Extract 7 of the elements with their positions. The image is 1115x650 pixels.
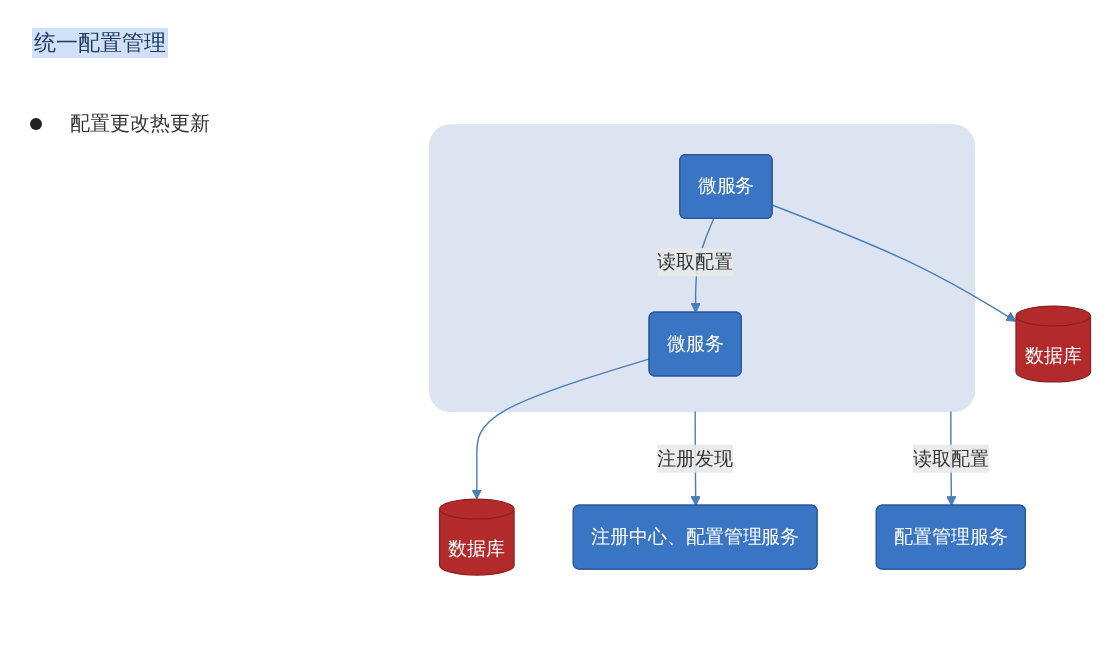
edge-label: 读取配置: [913, 446, 989, 470]
edge-label: 读取配置: [657, 250, 734, 273]
edge-label: 注册发现: [657, 446, 734, 470]
bullet-text: 配置更改热更新: [70, 111, 210, 135]
title: 统一配置管理: [32, 28, 168, 58]
arrow: [772, 204, 1017, 322]
cluster: [428, 124, 976, 413]
